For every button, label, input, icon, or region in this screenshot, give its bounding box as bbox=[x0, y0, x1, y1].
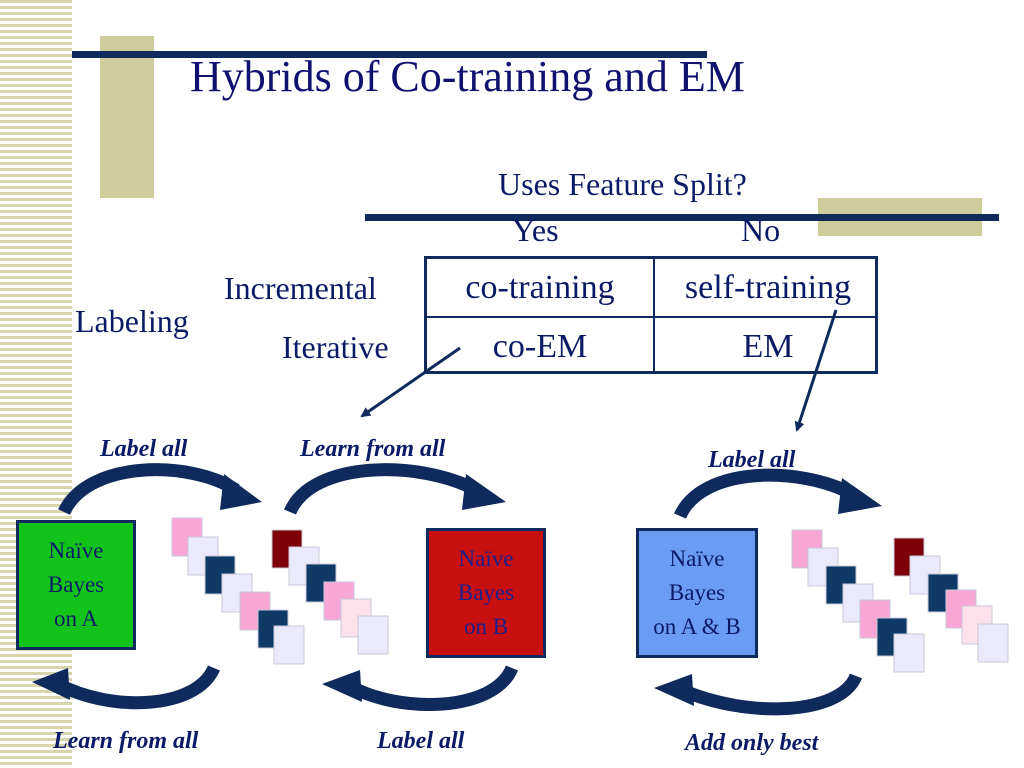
row-axis-label-labeling: Labeling bbox=[75, 303, 189, 339]
table-header-bar bbox=[365, 214, 999, 221]
curved-arrow-top-left bbox=[58, 463, 262, 516]
co-em-pointer-arrow bbox=[360, 346, 461, 418]
label-add-only-best: Add only best bbox=[685, 730, 819, 756]
document-icon bbox=[357, 615, 389, 655]
table-divider-vertical bbox=[653, 259, 655, 371]
curved-arrow-bottom-left bbox=[32, 664, 220, 710]
document-icon bbox=[273, 625, 305, 665]
method-table: co-training self-training co-EM EM bbox=[424, 256, 878, 374]
box-ab-line2: Bayes bbox=[668, 580, 726, 605]
box-a-line1: Naïve bbox=[48, 538, 104, 563]
cell-co-em: co-EM bbox=[492, 327, 588, 365]
naive-bayes-b-box: Naïve Bayes on B bbox=[426, 528, 546, 658]
khaki-bar-left bbox=[100, 36, 154, 198]
label-learn-from-all-top: Learn from all bbox=[300, 436, 446, 462]
box-ab-line1: Naïve bbox=[669, 546, 725, 571]
box-b-line1: Naïve bbox=[458, 546, 514, 571]
box-b-line2: Bayes bbox=[457, 580, 515, 605]
document-icon bbox=[893, 633, 925, 673]
naive-bayes-a-box: Naïve Bayes on A bbox=[16, 520, 136, 650]
curved-arrow-top-right bbox=[674, 468, 882, 520]
cell-co-training: co-training bbox=[465, 268, 615, 306]
document-icon bbox=[977, 623, 1009, 663]
column-header-yes: Yes bbox=[512, 212, 559, 248]
curved-arrow-top-middle bbox=[284, 463, 506, 516]
em-pointer-arrow bbox=[794, 309, 838, 432]
row-header-incremental: Incremental bbox=[224, 270, 377, 306]
label-label-all-top-left: Label all bbox=[100, 436, 188, 462]
document-stacks bbox=[171, 517, 1009, 673]
box-a-line2: Bayes bbox=[47, 572, 105, 597]
label-label-all-right: Label all bbox=[708, 447, 796, 473]
header-question: Uses Feature Split? bbox=[498, 166, 747, 202]
curved-arrow-bottom-right bbox=[654, 672, 863, 716]
label-label-all-bottom: Label all bbox=[377, 728, 465, 754]
box-a-line3: on A bbox=[53, 606, 99, 631]
row-header-iterative: Iterative bbox=[282, 329, 389, 365]
slide-title: Hybrids of Co-training and EM bbox=[190, 52, 745, 101]
table-divider-horizontal bbox=[427, 316, 875, 318]
cell-self-training: self-training bbox=[684, 268, 852, 306]
curved-arrow-bottom-middle bbox=[322, 664, 519, 711]
box-b-line3: on B bbox=[463, 614, 509, 639]
naive-bayes-ab-box: Naïve Bayes on A & B bbox=[636, 528, 758, 658]
cell-em: EM bbox=[742, 327, 794, 365]
column-header-no: No bbox=[741, 212, 781, 248]
box-ab-line3: on A & B bbox=[653, 614, 741, 639]
title-underline-bar bbox=[72, 51, 707, 58]
label-learn-from-all-bottom: Learn from all bbox=[53, 728, 199, 754]
